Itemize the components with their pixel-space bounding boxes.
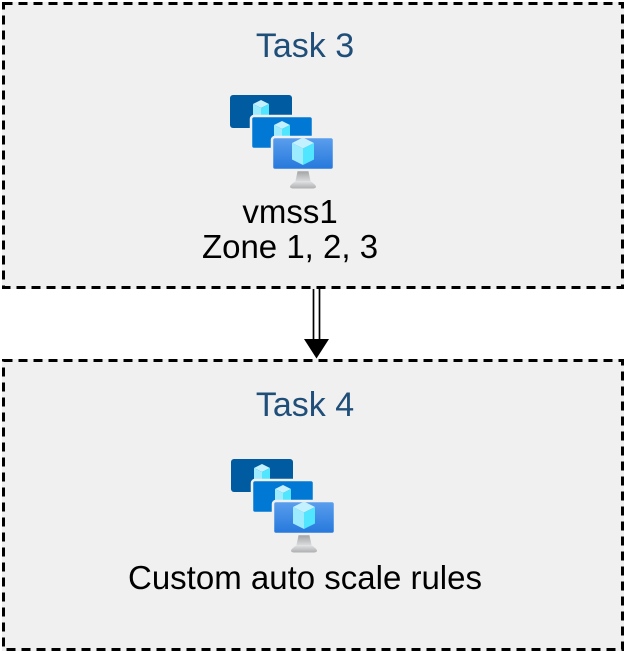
flow-arrow-icon [304, 289, 329, 359]
vm-scale-sets-icon [230, 95, 334, 189]
task3-label: vmss1 Zone 1, 2, 3 [202, 194, 378, 264]
autoscale-rules-label: Custom auto scale rules [128, 559, 482, 596]
task4-box: Task 4 Custom auto scale rules [2, 359, 624, 651]
task3-box: Task 3 vmss1 Zone 1, 2, 3 [2, 2, 624, 289]
zones-label: Zone 1, 2, 3 [201, 228, 379, 265]
task4-label: Custom auto scale rules [128, 560, 482, 595]
task4-title: Task 4 [255, 386, 355, 424]
task4-dashed-border [2, 359, 624, 651]
task3-title: Task 3 [255, 27, 355, 65]
vmss-name-label: vmss1 [242, 193, 338, 230]
vm-scale-sets-icon [231, 459, 335, 553]
